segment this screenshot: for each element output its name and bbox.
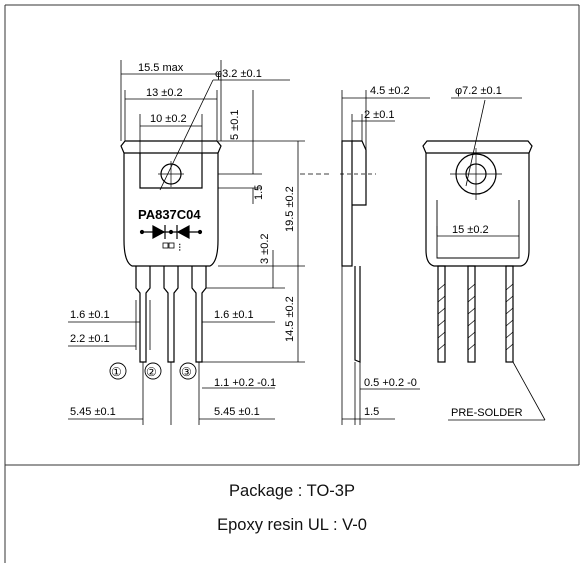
- pin-3-label: ③: [181, 365, 192, 379]
- dim-pitch-right: 5.45 ±0.1: [214, 406, 260, 418]
- caption-package: Package : TO-3P: [229, 482, 355, 500]
- dim-back-dia: φ7.2 ±0.1: [455, 85, 502, 97]
- back-view: [422, 97, 546, 421]
- side-view: [340, 140, 376, 363]
- dim-tab-width: 13 ±0.2: [146, 87, 183, 99]
- front-leads: [135, 266, 207, 363]
- dim-lead-thickness: 1.1 +0.2 -0.1: [214, 377, 276, 389]
- dim-width-max: 15.5 max: [138, 62, 184, 74]
- pre-solder-label: PRE-SOLDER: [451, 407, 523, 419]
- side-dimension-lines: [341, 90, 430, 425]
- dim-top-to-hole: 5 ±0.1: [229, 109, 241, 140]
- front-view: ⁝: [120, 140, 222, 363]
- dim-lead-width-right: 1.6 ±0.1: [214, 309, 254, 321]
- svg-text:⁝: ⁝: [178, 242, 182, 254]
- pin-1-label: ①: [111, 365, 122, 379]
- frame-border: [4, 4, 580, 563]
- dim-tab-thickness: 2 ±0.1: [364, 109, 395, 121]
- dim-lead-length: 14.5 ±0.2: [284, 296, 296, 342]
- pin-2-label: ②: [146, 365, 157, 379]
- dimension-labels: 15.5 max 13 ±0.2 10 ±0.2 φ3.2 ±0.1 5 ±0.…: [70, 62, 523, 419]
- back-leads: [437, 265, 514, 363]
- dim-back-width: 15 ±0.2: [452, 224, 489, 236]
- dim-body-height: 19.5 ±0.2: [284, 186, 296, 232]
- dim-side-thickness: 4.5 ±0.2: [370, 85, 410, 97]
- part-marking: PA837C04: [138, 207, 201, 222]
- dim-pitch-left: 5.45 ±0.1: [70, 406, 116, 418]
- diode-symbol: [139, 224, 203, 240]
- dim-inner-width: 10 ±0.2: [150, 113, 187, 125]
- dim-lead-base: 2.2 ±0.1: [70, 333, 110, 345]
- pin-labels: ① ② ③: [111, 365, 192, 379]
- front-dimension-lines: [68, 60, 330, 425]
- dim-side-base: 1.5: [364, 406, 379, 418]
- caption-resin: Epoxy resin UL : V-0: [217, 516, 367, 534]
- pin-number-circles: [109, 362, 197, 380]
- dim-hole-dia: φ3.2 ±0.1: [215, 68, 262, 80]
- dim-shoulder: 3 ±0.2: [259, 233, 271, 264]
- dim-lead-width-left: 1.6 ±0.1: [70, 309, 110, 321]
- dim-hole-depth: 1.5: [253, 185, 265, 200]
- dim-lead-thk-side: 0.5 +0.2 -0: [364, 377, 417, 389]
